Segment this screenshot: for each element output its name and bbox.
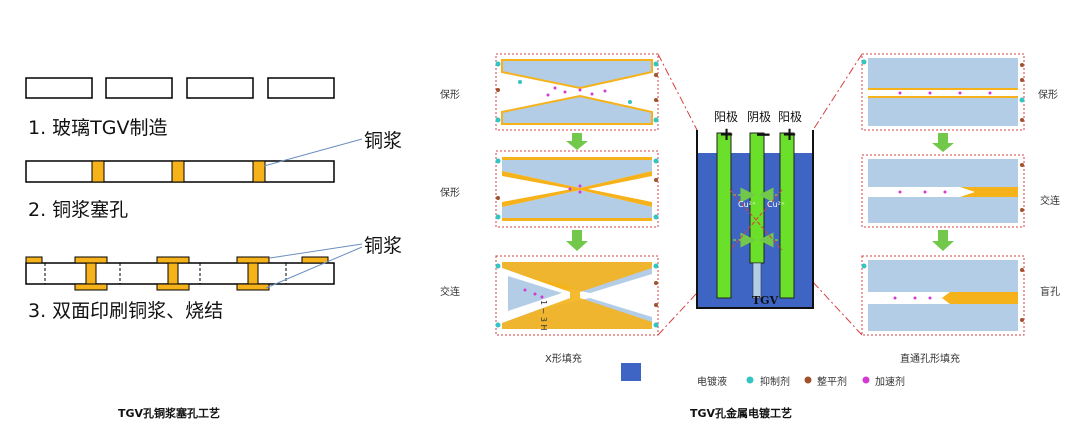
copper-paste-callout-b: 铜浆 <box>364 235 403 257</box>
legend-accelerator-dot <box>862 376 870 384</box>
x-fill-caption: X形填充 <box>545 354 582 365</box>
step3-label: 3. 双面印刷铜浆、烧结 <box>28 300 224 322</box>
plus-right-symbol: + <box>782 124 798 145</box>
legend-suppressor-dot <box>746 376 754 384</box>
ion-right-label: Cu²⁺ <box>767 200 786 209</box>
x-stage-label-3: 交连 <box>440 287 460 298</box>
callout-line-step3-bottom <box>265 246 363 289</box>
direct-stage-label-2: 交连 <box>1040 196 1060 207</box>
callout-line-step2 <box>263 138 363 167</box>
direct-stage-label-3: 盲孔 <box>1040 287 1060 298</box>
left-caption: TGV孔铜浆塞孔工艺 <box>118 407 221 420</box>
plating-tank <box>696 130 814 309</box>
x-flow-arrows <box>566 133 588 251</box>
legend-leveler-label: 整平剂 <box>817 377 847 388</box>
step2-label: 2. 铜浆塞孔 <box>28 199 129 221</box>
ion-left-label: Cu²⁺ <box>738 200 757 209</box>
direct-fill-panel-1 <box>861 53 1025 131</box>
legend-accelerator-label: 加速剂 <box>875 377 905 388</box>
minus-symbol: − <box>755 122 772 146</box>
direct-fill-panel-2 <box>861 154 1025 228</box>
step2-filled-substrate <box>25 160 335 183</box>
right-caption: TGV孔金属电镀工艺 <box>690 407 793 420</box>
x-fill-panel-3 <box>495 255 659 336</box>
legend-leveler-dot <box>804 376 812 384</box>
x-stage-label-1: 保形 <box>440 90 460 101</box>
height-note: 1 ~ 3 H <box>539 300 548 331</box>
plus-left-symbol: + <box>719 124 735 145</box>
left-process-diagram <box>25 77 363 291</box>
legend-electrolyte-swatch <box>621 363 641 381</box>
anode-right-label: 阳极 <box>778 110 803 124</box>
x-fill-panel-1 <box>495 53 659 131</box>
direct-stage-label-1: 保形 <box>1038 90 1058 101</box>
tgv-substrate-label: TGV <box>752 294 779 307</box>
direct-fill-caption: 直通孔形填充 <box>900 354 960 365</box>
legend-suppressor-label: 抑制剂 <box>760 377 790 388</box>
x-fill-panel-2 <box>495 150 659 228</box>
legend-electrolyte-label: 电镀液 <box>697 377 727 388</box>
step1-glass-blocks <box>25 77 335 99</box>
electroplating-diagram <box>495 53 1025 384</box>
anode-left-label: 阳极 <box>714 110 739 124</box>
copper-paste-callout-a: 铜浆 <box>364 130 403 152</box>
direct-fill-panel-3 <box>861 255 1025 336</box>
callout-line-step3-top <box>269 243 363 259</box>
step1-label: 1. 玻璃TGV制造 <box>28 117 168 139</box>
direct-flow-arrows <box>932 133 954 251</box>
x-stage-label-2: 保形 <box>440 188 460 199</box>
step3-printed-substrate <box>25 256 335 291</box>
cathode-label: 阴极 <box>747 110 772 124</box>
